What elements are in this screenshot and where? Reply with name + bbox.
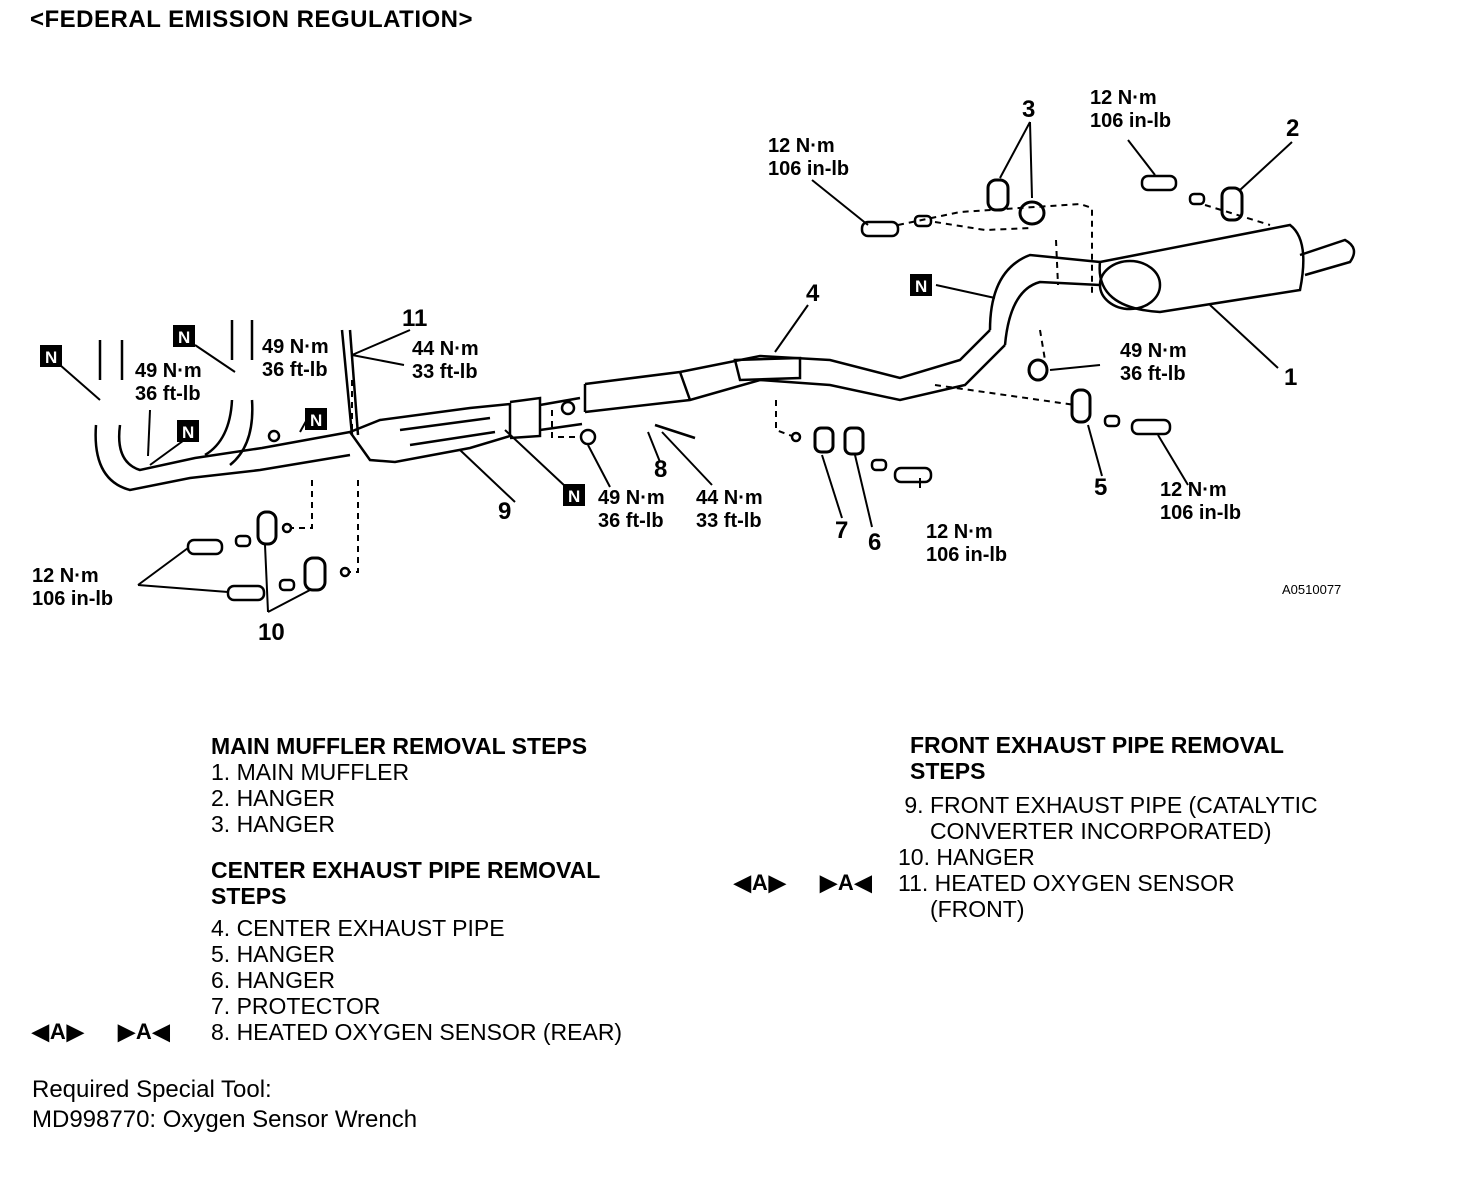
step-item: 9. FRONT EXHAUST PIPE (CATALYTIC [898,792,1318,818]
leader-lines [59,121,1293,613]
torque-line: 106 in-lb [926,544,1007,566]
callout-numbers: 1 2 3 4 5 6 7 8 9 10 11 [258,96,1299,646]
bolts [186,174,1206,602]
step-item: 5. HANGER [211,941,335,967]
step-item: 3. HANGER [211,811,335,837]
n-marker: N [305,408,327,430]
special-tool-note: Required Special Tool: MD998770: Oxygen … [32,1075,417,1135]
torque-line: 49 N·m [262,336,329,358]
torque-line: 44 N·m [412,338,479,360]
torque-line: 36 ft-lb [262,359,328,381]
install-marker: ▶A◀ [820,870,873,895]
callout-1: 1 [1284,364,1297,391]
front-pipe-heading-cont: STEPS [910,758,986,784]
callout-10: 10 [258,619,285,646]
torque-line: 36 ft-lb [135,383,201,405]
remove-marker: ◀A▶ [32,1019,85,1044]
n-marker: N [177,420,199,442]
torque-line: 12 N·m [1090,87,1157,109]
exhaust-pipe-assembly [94,223,1356,492]
callout-9: 9 [498,498,511,525]
torque-line: 12 N·m [768,135,835,157]
new-part-markers: N N N N N N [40,274,932,506]
callout-11: 11 [402,305,427,332]
step-item: 8. HEATED OXYGEN SENSOR (REAR) [211,1019,623,1045]
step-item: 1. MAIN MUFFLER [211,759,410,785]
torque-line: 12 N·m [1160,479,1227,501]
exhaust-system-diagram: 1 2 3 4 5 6 7 8 9 10 11 12 N·m 106 in-lb… [32,87,1356,646]
callout-2: 2 [1286,115,1299,142]
torque-line: 49 N·m [135,360,202,382]
torque-line: 49 N·m [598,487,665,509]
hangers [256,178,1244,592]
dashed-lines [290,202,1271,573]
torque-line: 106 in-lb [1090,110,1171,132]
callout-3: 3 [1022,96,1035,123]
n-marker: N [910,274,932,296]
torque-line: 106 in-lb [1160,502,1241,524]
svg-text:N: N [915,277,927,296]
special-tool-name: MD998770: Oxygen Sensor Wrench [32,1106,418,1133]
center-pipe-heading-cont: STEPS [211,883,287,909]
torque-line: 12 N·m [32,565,99,587]
step-item: 2. HANGER [211,785,335,811]
step-item: 6. HANGER [211,967,335,993]
torque-line: 33 ft-lb [696,510,762,532]
step-item: 7. PROTECTOR [211,993,381,1019]
svg-text:N: N [45,348,57,367]
torque-line: 106 in-lb [768,158,849,180]
front-pipe-steps: FRONT EXHAUST PIPE REMOVAL STEPS [910,732,1284,784]
torque-line: 12 N·m [926,521,993,543]
special-tool-label: Required Special Tool: [32,1076,272,1103]
callout-7: 7 [835,517,848,544]
torque-line: 44 N·m [696,487,763,509]
oxygen-sensor-rear [654,423,696,440]
front-pipe-items: 9. FRONT EXHAUST PIPE (CATALYTIC CONVERT… [898,792,1318,922]
oxygen-sensor-front [340,329,360,436]
callout-5: 5 [1094,474,1107,501]
torque-line: 36 ft-lb [1120,363,1186,385]
step-item: 10. HANGER [898,844,1035,870]
center-pipe-heading: CENTER EXHAUST PIPE REMOVAL [211,857,601,883]
main-muffler-steps: MAIN MUFFLER REMOVAL STEPS 1. MAIN MUFFL… [211,733,587,837]
step-item: 4. CENTER EXHAUST PIPE [211,915,505,941]
n-marker: N [40,345,62,367]
n-marker: N [563,484,585,506]
torque-line: 36 ft-lb [598,510,664,532]
torque-line: 49 N·m [1120,340,1187,362]
step-item: CONVERTER INCORPORATED) [898,818,1272,844]
svg-text:N: N [568,487,580,506]
install-marker: ▶A◀ [118,1019,171,1044]
page-title: <FEDERAL EMISSION REGULATION> [30,6,473,33]
step-item: (FRONT) [898,896,1025,922]
step-item: 11. HEATED OXYGEN SENSOR [898,870,1235,896]
callout-4: 4 [806,280,820,307]
n-marker: N [173,325,195,347]
remove-marker: ◀A▶ [734,870,787,895]
torque-line: 106 in-lb [32,588,113,610]
figure-code: A0510077 [1282,582,1341,597]
callout-6: 6 [868,529,881,556]
svg-text:N: N [310,411,322,430]
main-muffler-heading: MAIN MUFFLER REMOVAL STEPS [211,733,588,759]
torque-line: 33 ft-lb [412,361,478,383]
svg-text:N: N [182,423,194,442]
torque-specs: 12 N·m 106 in-lb 12 N·m 106 in-lb 12 N·m… [32,87,1241,610]
center-pipe-steps: CENTER EXHAUST PIPE REMOVAL STEPS 4. CEN… [211,857,622,1045]
svg-text:N: N [178,328,190,347]
callout-8: 8 [654,456,667,483]
front-pipe-heading: FRONT EXHAUST PIPE REMOVAL [910,732,1284,758]
